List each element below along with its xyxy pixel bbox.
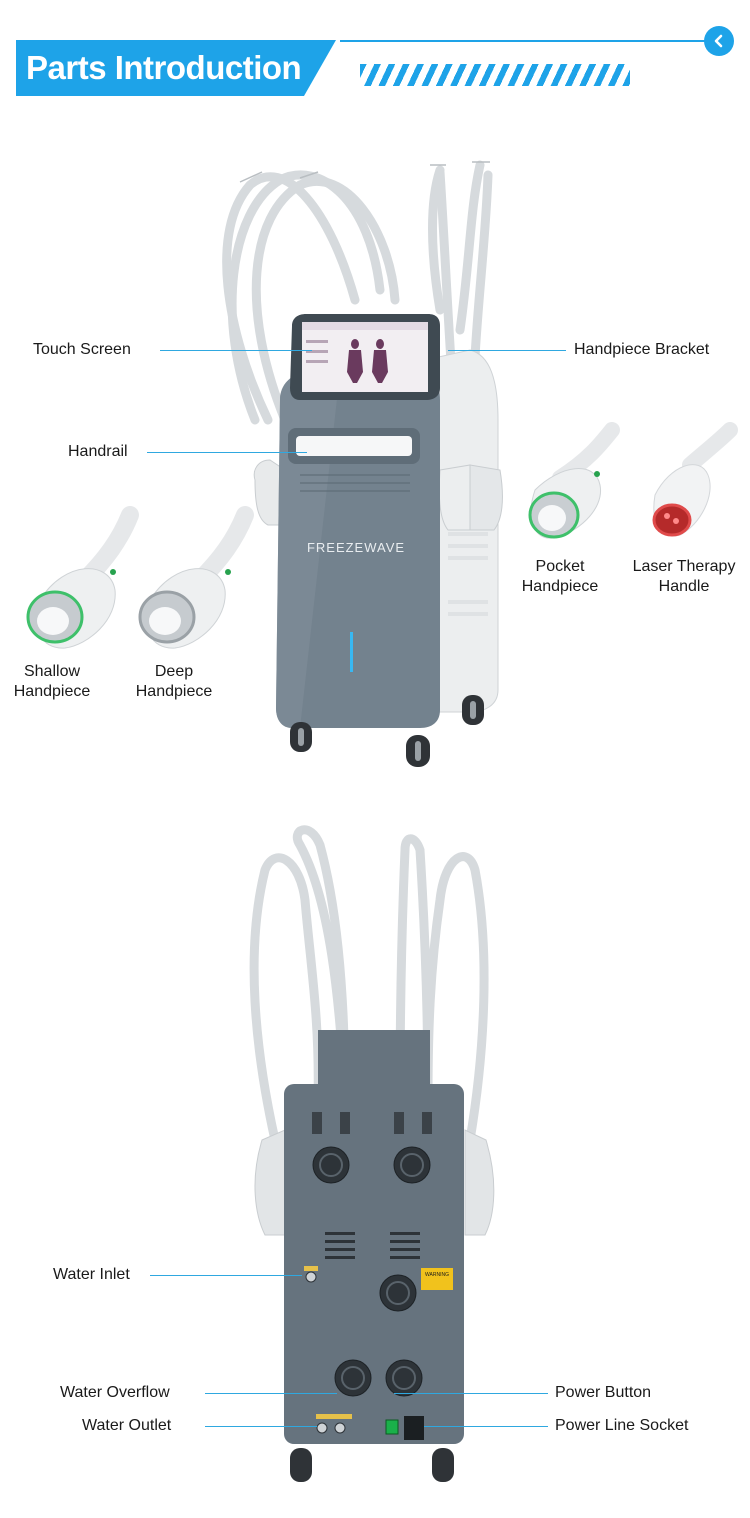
- laser-line-1: Laser Therapy: [632, 558, 736, 575]
- chevron-left-icon: [714, 34, 723, 48]
- warning-label: WARNING: [425, 1272, 449, 1278]
- laser-line-2: Handle: [658, 578, 710, 595]
- label-pocket-handpiece: Pocket Handpiece: [510, 557, 610, 597]
- leader-water-outlet: [205, 1426, 317, 1427]
- header-divider: [340, 40, 710, 42]
- label-handpiece-bracket: Handpiece Bracket: [574, 341, 710, 358]
- label-water-outlet: Water Outlet: [82, 1417, 172, 1434]
- deep-line-1: Deep: [154, 663, 194, 680]
- machine-front-view: FREEZEWAVE: [26, 160, 738, 767]
- leader-handrail: [147, 452, 307, 453]
- back-button[interactable]: [704, 26, 734, 56]
- deep-line-2: Handpiece: [135, 683, 213, 700]
- leader-touch-screen: [160, 350, 312, 351]
- leader-power-button: [394, 1393, 548, 1394]
- shallow-line-1: Shallow: [23, 663, 81, 680]
- label-touch-screen: Touch Screen: [33, 341, 131, 358]
- label-water-overflow: Water Overflow: [60, 1384, 170, 1401]
- leader-water-overflow: [205, 1393, 337, 1394]
- page-title: Parts Introduction: [26, 49, 302, 86]
- title-background: [16, 40, 336, 96]
- brand-logo: FREEZEWAVE: [307, 540, 405, 555]
- label-shallow-handpiece: Shallow Handpiece: [2, 662, 102, 702]
- label-power-line-socket: Power Line Socket: [555, 1417, 689, 1434]
- header-stripes: [360, 64, 630, 86]
- label-power-button: Power Button: [555, 1384, 652, 1401]
- label-handrail: Handrail: [68, 443, 128, 460]
- pocket-line-2: Handpiece: [521, 578, 599, 595]
- header-banner: Parts Introduction: [0, 0, 750, 110]
- shallow-line-2: Handpiece: [13, 683, 91, 700]
- label-deep-handpiece: Deep Handpiece: [124, 662, 224, 702]
- leader-power-line-socket: [424, 1426, 548, 1427]
- leader-water-inlet: [150, 1275, 302, 1276]
- pocket-line-1: Pocket: [535, 558, 585, 575]
- label-laser-therapy-handle: Laser Therapy Handle: [624, 557, 744, 597]
- leader-handpiece-bracket: [448, 350, 566, 351]
- label-water-inlet: Water Inlet: [53, 1266, 130, 1283]
